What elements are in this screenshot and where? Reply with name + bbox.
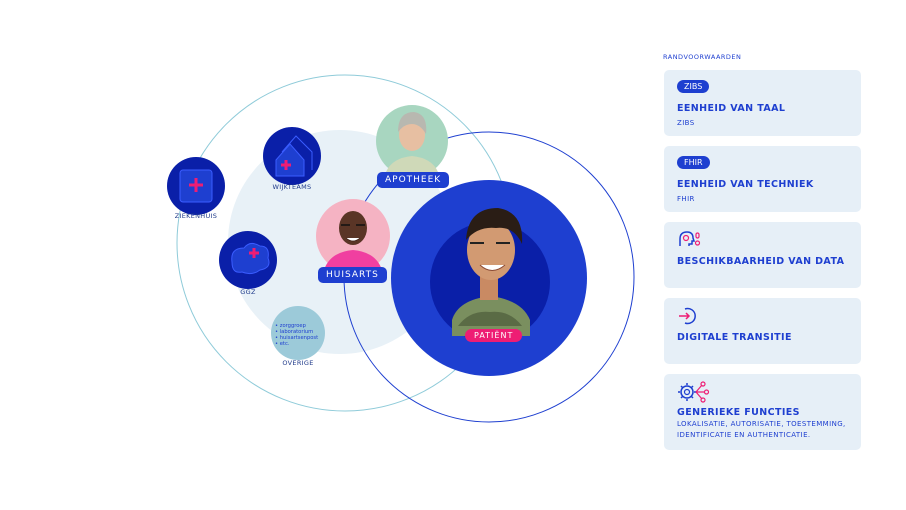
card-generieke-functies: GENERIEKE FUNCTIES LOKALISATIE, AUTORISA… [664,374,861,450]
card-subtitle: FHIR [677,195,695,203]
hospital-icon [179,169,213,203]
card-title: EENHEID VAN TECHNIEK [677,179,814,190]
card-eenheid-van-techniek: FHIR EENHEID VAN TECHNIEK FHIR [664,146,861,212]
card-subtitle: LOKALISATIE, AUTORISATIE, TOESTEMMING, I… [677,420,846,439]
house-icon [275,135,313,177]
zibs-tag: ZIBS [677,80,710,93]
card-title: EENHEID VAN TAAL [677,103,786,114]
fhir-tag: FHIR [677,156,710,169]
card-subtitle: ZIBS [677,119,695,127]
gear-network-icon [678,381,710,403]
overige-label: OVERIGE [282,359,314,367]
card-digitale-transitie: DIGITALE TRANSITIE [664,298,861,364]
arrow-in-circle-icon [679,307,696,325]
huisarts-portrait [324,211,382,270]
overige-item: laboratorium [275,329,318,335]
overige-item: huisartsenpost [275,335,318,341]
patient-portrait [452,208,530,336]
card-title: BESCHIKBAARHEID VAN DATA [677,256,845,267]
overige-list: zorggroep laboratorium huisartsenpost et… [275,323,318,347]
speech-cloud-icon [231,242,270,275]
huisarts-pill: HUISARTS [318,267,387,283]
ggz-label: GGZ [240,288,256,296]
sidebar-heading: RANDVOORWAARDEN [663,53,742,61]
card-title: DIGITALE TRANSITIE [677,332,792,343]
overige-item: zorggroep [275,323,318,329]
card-eenheid-van-taal: ZIBS EENHEID VAN TAAL ZIBS [664,70,861,136]
patient-pill: PATIËNT [465,329,523,342]
apotheek-pill: APOTHEEK [377,172,450,188]
apotheek-portrait [386,112,438,172]
head-data-icon [679,231,701,246]
card-title: GENERIEKE FUNCTIES [677,407,800,418]
overige-item: etc. [275,341,318,347]
card-beschikbaarheid-van-data: BESCHIKBAARHEID VAN DATA [664,222,861,288]
ziekenhuis-label: ZIEKENHUIS [174,212,218,220]
wijkteams-label: WIJKTEAMS [272,183,312,191]
